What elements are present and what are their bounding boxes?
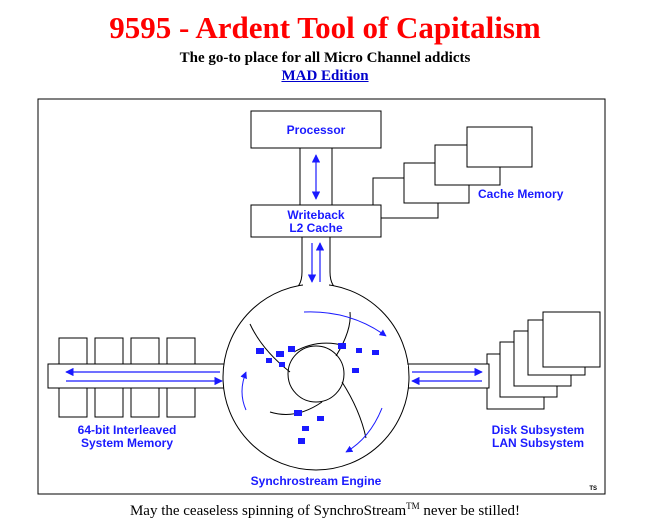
mad-edition-link[interactable]: MAD Edition [281, 68, 369, 84]
data-packet [352, 368, 359, 373]
disk-bus [405, 363, 490, 389]
engine-label: Synchrostream Engine [251, 474, 382, 488]
processor-box [250, 110, 382, 149]
data-packets [256, 343, 379, 444]
page-subtitle: The go-to place for all Micro Channel ad… [179, 50, 471, 66]
engine-hub [287, 345, 345, 403]
bus-arrows [65, 154, 483, 386]
data-packet [338, 343, 346, 349]
artist-signature: TS [589, 486, 597, 492]
disk-card [542, 311, 601, 368]
rotation-arrows [240, 311, 387, 453]
disk-label-line2: LAN Subsystem [492, 436, 584, 450]
data-packet [256, 348, 264, 354]
data-packet [298, 438, 305, 444]
memory-label-line1: 64-bit Interleaved [78, 423, 177, 437]
data-packet [276, 351, 284, 357]
data-packet [294, 410, 302, 416]
footer-text-start: May the ceaseless spinning of SynchroStr… [129, 503, 407, 519]
footer-text-end: never be stilled! [419, 503, 521, 519]
footer-caption: May the ceaseless spinning of SynchroStr… [0, 497, 650, 520]
edition-link-wrapper: MAD Edition [0, 67, 650, 85]
cache-memory-stack [372, 126, 533, 219]
data-packet [288, 346, 295, 352]
data-packet [302, 426, 309, 431]
processor-label: Processor [287, 123, 346, 137]
trademark-mark: TM [406, 501, 420, 511]
writeback-label-line1: Writeback [287, 208, 344, 222]
memory-bus [47, 363, 229, 389]
memory-label-line2: System Memory [81, 436, 173, 450]
cache-card [466, 126, 533, 168]
data-packet [266, 358, 272, 363]
page-title: 9595 - Ardent Tool of Capitalism [109, 10, 541, 45]
data-packet [317, 416, 324, 421]
disk-label-line1: Disk Subsystem [492, 423, 585, 437]
data-packet [356, 348, 362, 353]
disk-stack [486, 311, 601, 410]
data-packet [372, 350, 379, 355]
writeback-cache-box [250, 204, 382, 238]
writeback-label-line2: L2 Cache [289, 221, 343, 235]
cache-memory-label: Cache Memory [478, 187, 564, 201]
data-packet [279, 362, 285, 367]
